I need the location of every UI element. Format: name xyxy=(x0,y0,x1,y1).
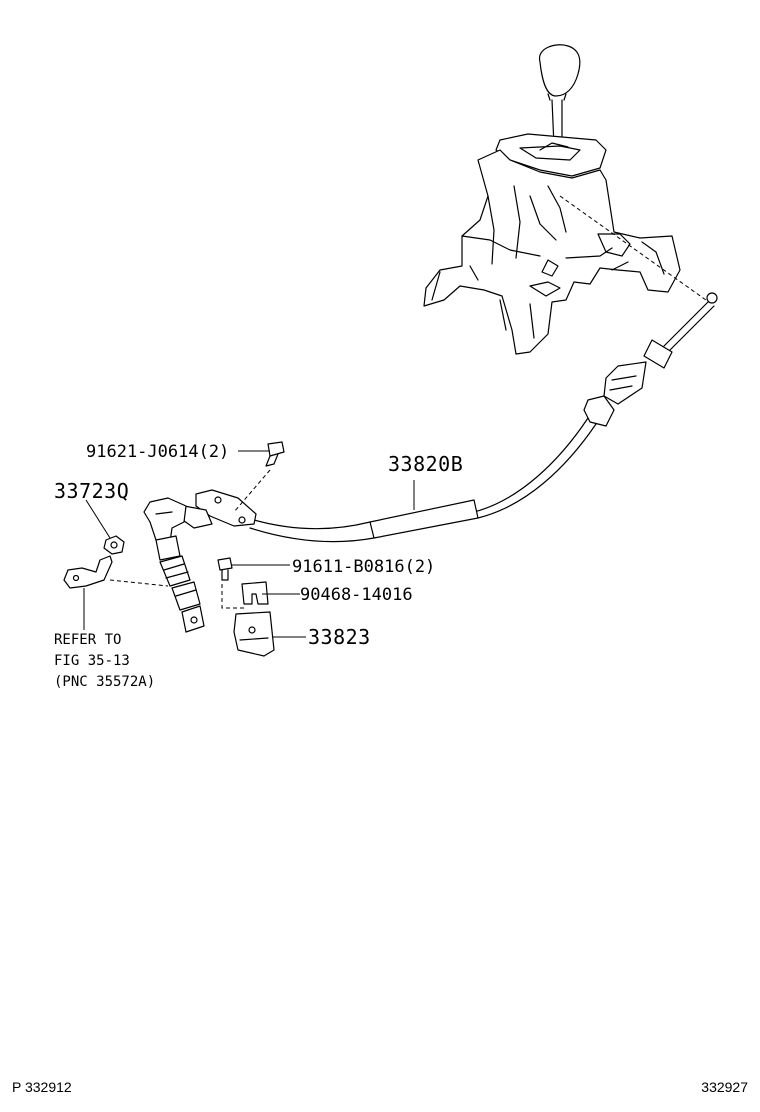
callout-bracket: 33823 xyxy=(308,625,371,649)
bolt-bottom xyxy=(217,557,244,609)
leader-lines xyxy=(83,450,415,638)
reference-line-3: (PNC 35572A) xyxy=(54,674,155,690)
shift-cable xyxy=(249,292,718,543)
callout-bolt-bottom: 91611-B0816(2) xyxy=(292,557,435,577)
reference-line-2: FIG 35-13 xyxy=(54,653,130,669)
footer-left-id: P 332912 xyxy=(12,1079,72,1095)
mount-bracket xyxy=(233,611,275,657)
footer-right-id: 332927 xyxy=(701,1079,748,1095)
support-bracket xyxy=(63,555,169,589)
cable-end-bracket xyxy=(143,489,257,633)
callout-cable-assy: 33820B xyxy=(388,452,463,476)
callout-nut: 33723Q xyxy=(54,479,129,503)
callout-clip: 90468-14016 xyxy=(300,585,413,605)
shift-lever-assembly xyxy=(423,44,707,355)
clip xyxy=(241,581,269,605)
reference-line-1: REFER TO xyxy=(54,632,121,648)
callout-bolt-top: 91621-J0614(2) xyxy=(86,442,229,462)
bolt-top xyxy=(233,441,285,513)
nut xyxy=(103,535,125,555)
